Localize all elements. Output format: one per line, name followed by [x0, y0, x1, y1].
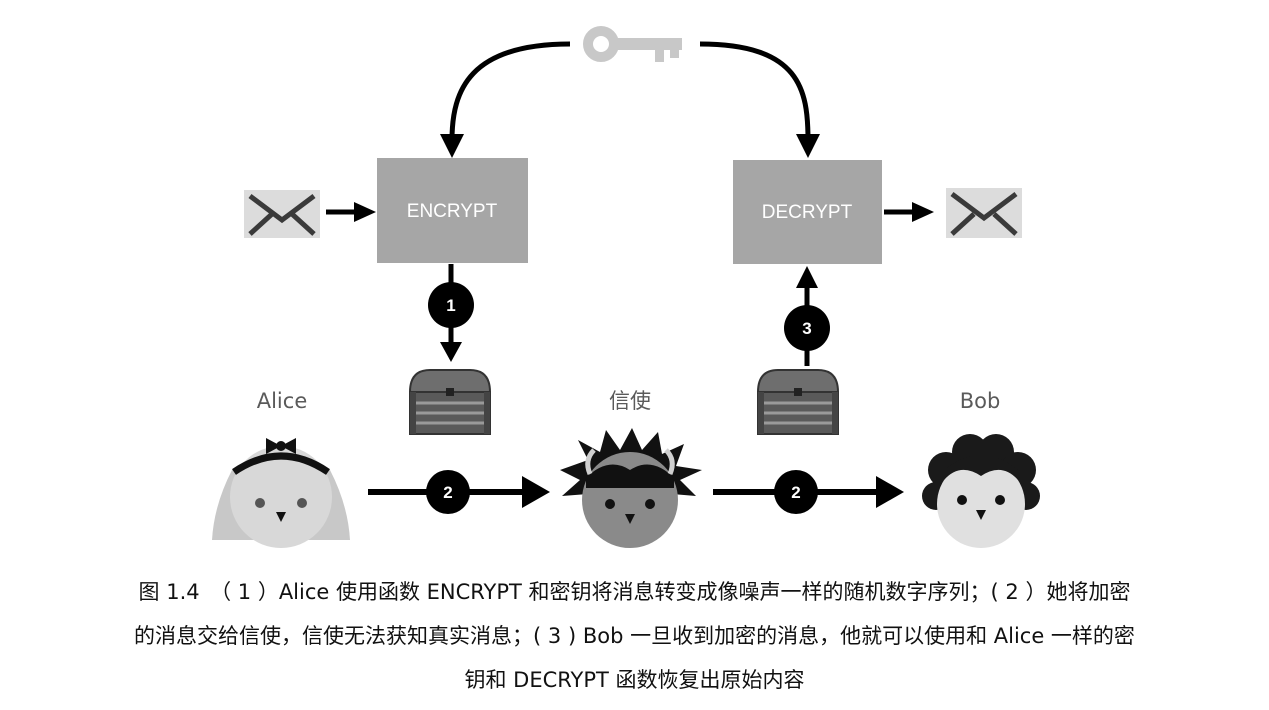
key-to-encrypt-arrow: [449, 41, 571, 141]
envelope-in-icon: [244, 190, 320, 238]
bob-avatar-icon: [922, 434, 1040, 548]
caption-line-2: 的消息交给信使，信使无法获知真实消息；( 3 ) Bob 一旦收到加密的消息，他…: [134, 624, 1135, 648]
step-1-badge: 1: [428, 282, 474, 328]
decrypt-label: DECRYPT: [762, 202, 853, 223]
step-3-badge: 3: [784, 305, 830, 351]
key-icon: [583, 26, 682, 62]
encrypt-to-chest-arrowhead: [440, 342, 462, 362]
svg-text:2: 2: [791, 483, 800, 502]
svg-text:1: 1: [446, 296, 455, 315]
messenger-label: 信使: [609, 389, 651, 413]
encrypt-label: ENCRYPT: [407, 201, 498, 222]
svg-text:3: 3: [802, 319, 811, 338]
encrypt-box: ENCRYPT: [377, 158, 528, 263]
treasure-chest-left-icon: [408, 369, 492, 435]
step-2-left-badge: 2: [426, 470, 470, 514]
messenger-avatar-icon: [560, 428, 702, 548]
bob-label: Bob: [960, 389, 1001, 413]
treasure-chest-right-icon: [756, 369, 840, 435]
key-to-encrypt-arrowhead: [440, 134, 464, 158]
figure-caption: 图 1.4 （ 1 ）Alice 使用函数 ENCRYPT 和密钥将消息转变成像…: [0, 570, 1269, 702]
key-to-decrypt-arrow: [699, 41, 811, 141]
key-to-decrypt-arrowhead: [796, 134, 820, 158]
caption-line-1: 图 1.4 （ 1 ）Alice 使用函数 ENCRYPT 和密钥将消息转变成像…: [138, 580, 1131, 604]
step-2-right-badge: 2: [774, 470, 818, 514]
encryption-diagram: ENCRYPT DECRYPT 1 3: [212, 26, 1040, 548]
svg-text:2: 2: [443, 483, 452, 502]
caption-line-3: 钥和 DECRYPT 函数恢复出原始内容: [464, 668, 805, 692]
envelope-out-icon: [946, 188, 1022, 238]
chest-to-decrypt-arrowhead: [796, 266, 818, 288]
alice-avatar-icon: [212, 438, 350, 548]
decrypt-box: DECRYPT: [733, 160, 882, 264]
alice-label: Alice: [257, 389, 308, 413]
